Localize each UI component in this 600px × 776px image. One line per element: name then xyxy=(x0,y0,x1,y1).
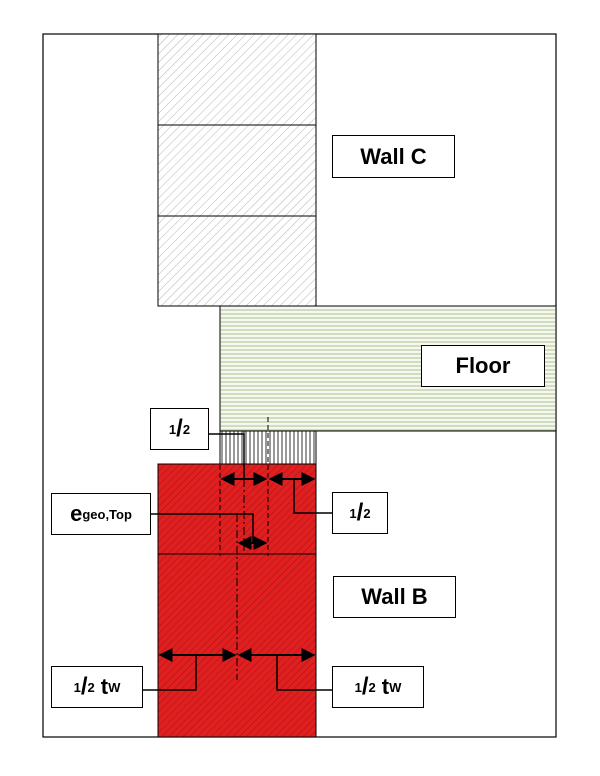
wall-b-text: Wall B xyxy=(361,584,428,609)
floor-label: Floor xyxy=(421,345,545,387)
eccentricity-symbol: e xyxy=(70,501,83,526)
half-tw-left-numerator: 1 xyxy=(73,679,81,695)
wall-c-text: Wall C xyxy=(360,143,427,169)
half-right-denominator: 2 xyxy=(363,505,371,521)
half-top-denominator: 2 xyxy=(182,421,191,437)
half-right-label: 1/2 xyxy=(332,492,388,534)
half-tw-left-subscript: W xyxy=(108,679,121,695)
wall-c xyxy=(157,33,317,307)
leader-lines xyxy=(143,433,332,691)
half-tw-left-variable: t xyxy=(100,674,109,699)
half-tw-right-denominator: 2 xyxy=(368,679,376,695)
half-tw-right-variable: t xyxy=(381,674,390,699)
floor-text: Floor xyxy=(455,353,511,378)
half-right-numerator: 1 xyxy=(349,505,357,521)
wall-c-label: Wall C xyxy=(332,135,455,178)
wall-b-label: Wall B xyxy=(333,576,456,618)
eccentricity-subscript: geo,Top xyxy=(82,506,132,522)
half-tw-right-numerator: 1 xyxy=(354,679,362,695)
half-top-label: 1/2 xyxy=(150,408,209,450)
half-top-numerator: 1 xyxy=(168,421,177,437)
half-tw-right-subscript: W xyxy=(389,679,402,695)
half-tw-left-denominator: 2 xyxy=(87,679,95,695)
